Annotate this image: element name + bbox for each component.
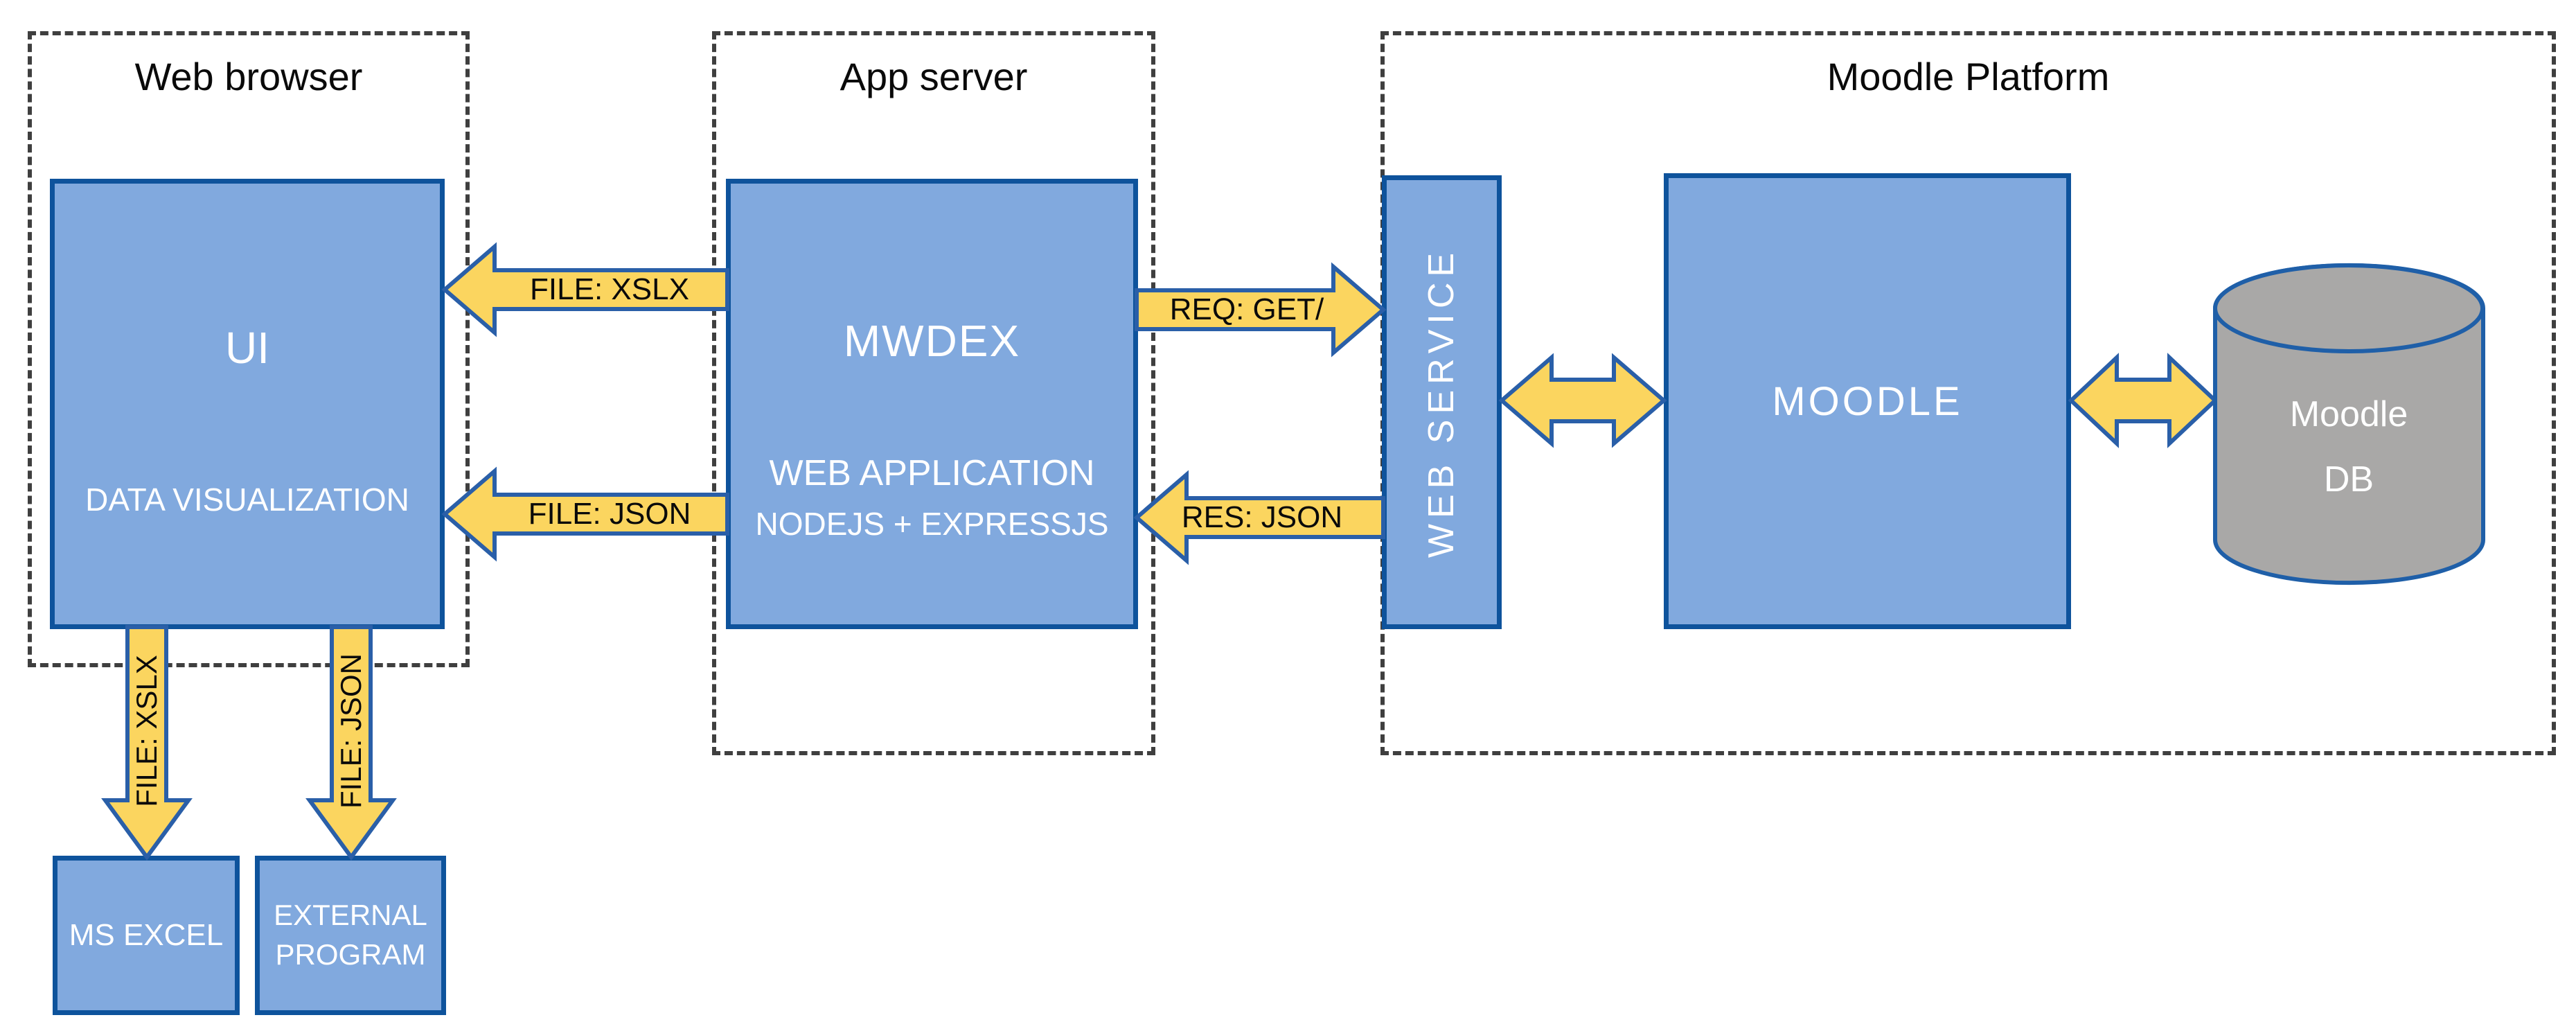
- app-server-section: [712, 31, 1155, 755]
- res-json-arrow-label: RES: JSON: [1181, 500, 1343, 534]
- moodle-db-label-line1: Moodle: [2289, 394, 2408, 434]
- req-get-arrow-label: REQ: GET/: [1169, 292, 1324, 326]
- web-service-box: WEB SERVICE: [1382, 175, 1502, 629]
- moodle-box-title: MOODLE: [1772, 378, 1963, 424]
- moodle-db-label-line2: DB: [2323, 459, 2374, 500]
- file-xslx-down-arrow-label: FILE: XSLX: [130, 655, 163, 807]
- ms-excel-box: MS EXCEL: [53, 856, 240, 1015]
- file-json-down-arrow-label: FILE: JSON: [335, 653, 367, 809]
- ui-box-subtitle: DATA VISUALIZATION: [85, 482, 409, 518]
- ms-excel-box-title: MS EXCEL: [69, 918, 224, 952]
- mwdex-box-subtitle: WEB APPLICATION: [769, 453, 1095, 493]
- external-program-box: EXTERNAL PROGRAM: [255, 856, 446, 1015]
- app-server-section-title: App server: [840, 55, 1028, 98]
- file-json-arrow-label: FILE: JSON: [528, 497, 691, 531]
- mwdex-box: MWDEX WEB APPLICATION NODEJS + EXPRESSJS: [726, 179, 1138, 629]
- web-service-box-title: WEB SERVICE: [1421, 247, 1462, 558]
- external-program-line1: EXTERNAL: [274, 899, 427, 932]
- ui-box-title: UI: [225, 323, 269, 373]
- external-program-line2: PROGRAM: [275, 938, 426, 971]
- moodle-platform-section-title: Moodle Platform: [1827, 55, 2110, 98]
- file-xslx-arrow-label: FILE: XSLX: [530, 272, 689, 306]
- ui-box: UI DATA VISUALIZATION: [50, 179, 445, 629]
- web-browser-section-title: Web browser: [134, 55, 363, 98]
- mwdex-box-subtitle2: NODEJS + EXPRESSJS: [755, 506, 1109, 542]
- mwdex-box-title: MWDEX: [843, 316, 1021, 366]
- web-browser-section: [28, 31, 470, 667]
- moodle-box: MOODLE: [1664, 173, 2071, 629]
